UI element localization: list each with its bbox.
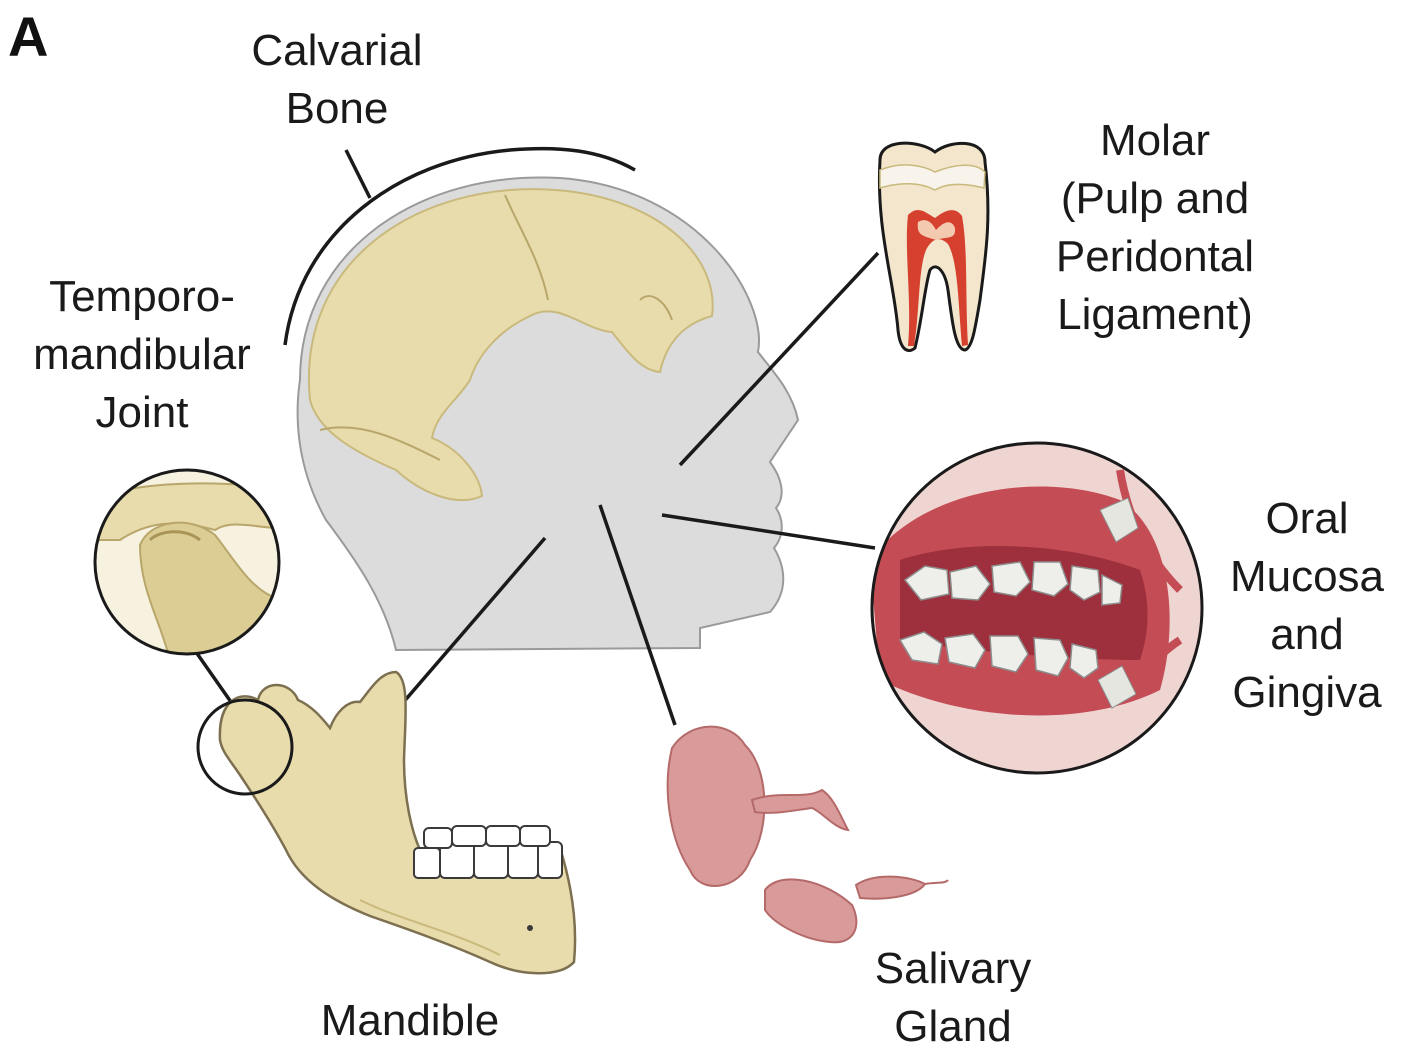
label-molar: Molar (Pulp and Peridontal Ligament) (1030, 112, 1280, 344)
oral-mucosa-inset (860, 440, 1220, 780)
label-tmj-line-3: Joint (12, 384, 272, 442)
label-molar-line-1: Molar (1030, 112, 1280, 170)
salivary-gland-shapes (668, 727, 948, 943)
label-salivary-line-2: Gland (848, 998, 1058, 1051)
tmj-inset (90, 470, 290, 660)
label-calvarial-line-1: Calvarial (232, 22, 442, 80)
label-calvarial-line-2: Bone (232, 80, 442, 138)
label-salivary-line-1: Salivary (848, 940, 1058, 998)
label-molar-line-3: Peridontal (1030, 228, 1280, 286)
label-salivary-gland: Salivary Gland (848, 940, 1058, 1051)
label-oral-line-2: Mucosa (1212, 548, 1402, 606)
mandible-bone (220, 672, 575, 973)
label-oral-line-3: and (1212, 606, 1402, 664)
label-oral-line-1: Oral (1212, 490, 1402, 548)
label-tmj-line-2: mandibular (12, 326, 272, 384)
label-calvarial-bone: Calvarial Bone (232, 22, 442, 138)
label-molar-line-4: Ligament) (1030, 286, 1280, 344)
label-oral-mucosa: Oral Mucosa and Gingiva (1212, 490, 1402, 722)
label-molar-line-2: (Pulp and (1030, 170, 1280, 228)
label-mandible-line-1: Mandible (300, 992, 520, 1050)
label-mandible: Mandible (300, 992, 520, 1050)
label-tmj: Temporo- mandibular Joint (12, 268, 272, 442)
label-tmj-line-1: Temporo- (12, 268, 272, 326)
label-oral-line-4: Gingiva (1212, 664, 1402, 722)
molar-tooth (879, 143, 988, 350)
